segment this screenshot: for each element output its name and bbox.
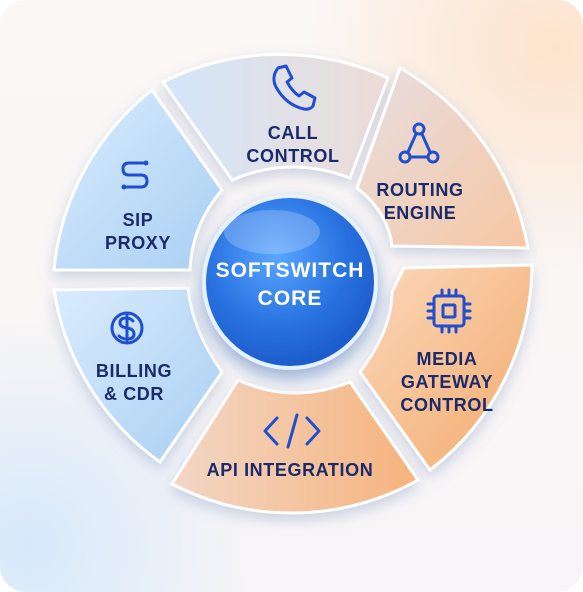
- segment-api-integration: [169, 378, 421, 515]
- segment-shape: [358, 263, 534, 473]
- segment-label-line3: CONTROL: [400, 395, 493, 415]
- segment-label-line2: ENGINE: [384, 203, 457, 223]
- segment-label-line2: CONTROL: [246, 146, 339, 166]
- code-brackets-icon: [263, 413, 321, 449]
- core-label-line2: CORE: [258, 287, 323, 310]
- sip-signal-icon: [121, 160, 149, 190]
- core-label-line1: SOFTSWITCH: [216, 259, 365, 282]
- segment-label-line1: CALL: [268, 123, 318, 143]
- segment-label-line1: BILLING: [96, 361, 172, 381]
- segment-call-control: [160, 52, 390, 182]
- segment-label-line1: ROUTING: [376, 180, 463, 200]
- segment-shape: [169, 378, 421, 515]
- segment-billing-cdr: [52, 286, 224, 465]
- segment-shape: [52, 87, 224, 272]
- segment-label-line2: PROXY: [105, 233, 171, 253]
- segment-label-line1: API INTEGRATION: [207, 460, 374, 480]
- phone-icon: [272, 64, 317, 111]
- segment-label-line1: SIP: [123, 210, 154, 230]
- segment-label-line2: GATEWAY: [401, 372, 493, 392]
- core-circle: [202, 194, 378, 370]
- segment-label-line2: & CDR: [104, 384, 164, 404]
- network-nodes-icon: [398, 122, 440, 164]
- segment-shape: [160, 52, 390, 182]
- segment-sip-proxy: [52, 87, 224, 272]
- segment-media-gateway-control: [358, 263, 534, 473]
- segment-label-line1: MEDIA: [417, 349, 478, 369]
- segment-routing-engine: [355, 65, 530, 250]
- dollar-coin-icon: [110, 311, 144, 345]
- chip-icon: [426, 288, 472, 334]
- segment-shape: [52, 286, 224, 465]
- segment-shape: [355, 65, 530, 250]
